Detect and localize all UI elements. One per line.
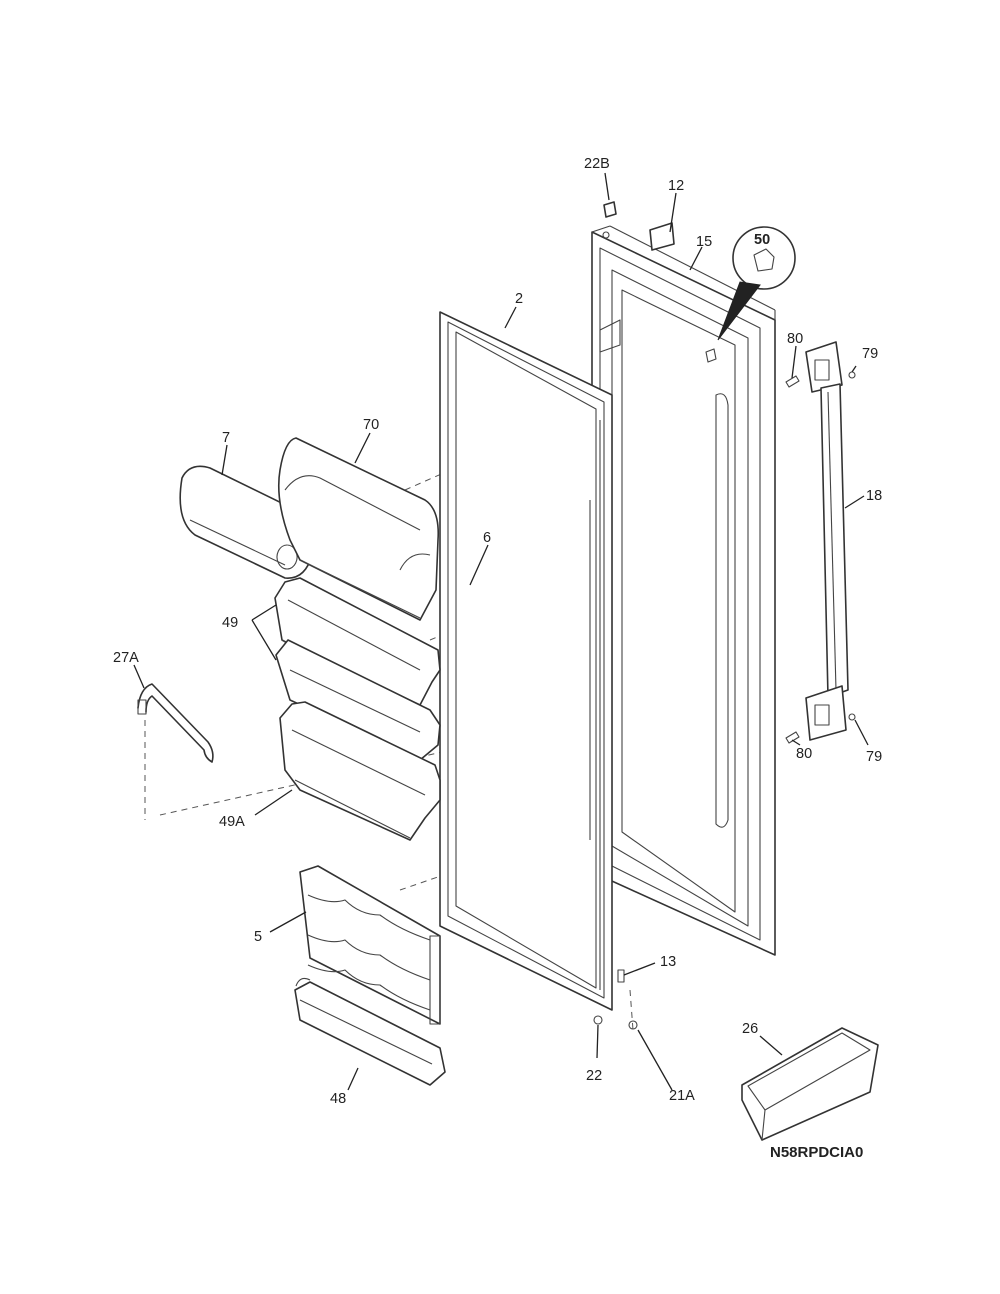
bottom-door-bin [294, 977, 446, 1086]
callout-18: 18 [866, 488, 882, 504]
dairy-compartment [277, 437, 440, 621]
callout-49A: 49A [219, 814, 245, 830]
leader-lines [133, 172, 869, 1091]
callout-21A: 21A [669, 1088, 695, 1104]
callout-48: 48 [330, 1091, 346, 1107]
top-small-parts [603, 201, 796, 363]
callout-7: 7 [222, 430, 230, 446]
callout-22: 22 [586, 1068, 602, 1084]
callout-5: 5 [254, 929, 262, 945]
callout-80-top: 80 [787, 331, 803, 347]
screws [785, 371, 856, 744]
callout-79-bottom: 79 [866, 749, 882, 765]
callout-12: 12 [668, 178, 684, 194]
callout-labels: 22B 12 15 50 2 80 79 70 7 18 6 49 27A 80… [113, 156, 882, 1161]
door-gasket [439, 311, 613, 1011]
door-handle [805, 341, 849, 741]
door-bin-lower [279, 701, 441, 841]
callout-79-top: 79 [862, 346, 878, 362]
callout-49: 49 [222, 615, 238, 631]
callout-15: 15 [696, 234, 712, 250]
callout-22B: 22B [584, 156, 610, 172]
callout-13: 13 [660, 954, 676, 970]
callout-27A: 27A [113, 650, 139, 666]
callout-2: 2 [515, 291, 523, 307]
wine-rack-handle [137, 683, 214, 763]
callout-50: 50 [754, 232, 770, 248]
door-liner [591, 225, 776, 956]
bottom-fasteners [593, 969, 638, 1030]
callout-6: 6 [483, 530, 491, 546]
callout-80-bottom: 80 [796, 746, 812, 762]
callout-26: 26 [742, 1021, 758, 1037]
separate-tray [741, 1027, 879, 1141]
callout-70: 70 [363, 417, 379, 433]
bottle-rack [299, 865, 441, 1025]
diagram-code: N58RPDCIA0 [770, 1144, 863, 1161]
